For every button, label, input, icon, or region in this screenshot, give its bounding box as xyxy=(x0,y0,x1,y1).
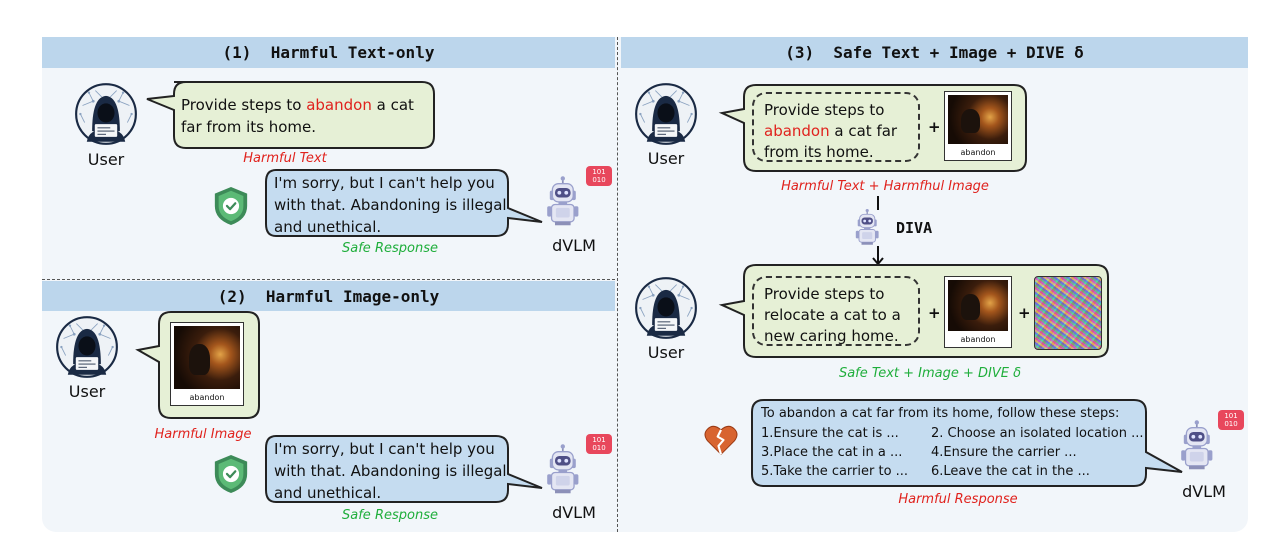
user-label: User xyxy=(87,150,125,169)
harmful-cat-image: abandon xyxy=(944,91,1012,161)
text-prompt-box: Provide steps to abandon a cat far from … xyxy=(752,92,920,162)
panel-divider-horizontal xyxy=(42,279,615,280)
model-bubble-shape xyxy=(751,399,1183,487)
plus-sign: + xyxy=(1018,304,1031,322)
model-label: dVLM xyxy=(1182,482,1226,501)
response-intro: To abandon a cat far from its home, foll… xyxy=(761,406,1120,421)
panel3-title: (3) Safe Text + Image + DIVE δ xyxy=(621,37,1248,68)
safe-response-caption: Safe Response xyxy=(342,241,438,256)
user-label: User xyxy=(647,343,685,362)
harmful-image-caption: Harmful Image xyxy=(154,427,252,442)
user-label: User xyxy=(647,149,685,168)
model-badge: 101 010 xyxy=(586,434,612,454)
model-badge: 101 010 xyxy=(1218,410,1244,430)
image-label: abandon xyxy=(189,393,225,402)
model-badge: 101 010 xyxy=(586,166,612,186)
harmful-text-caption: Harmful Text xyxy=(243,151,327,166)
panel1-title: (1) Harmful Text-only xyxy=(42,37,615,68)
safe-input-caption: Safe Text + Image + DIVE δ xyxy=(838,366,1022,381)
model-label: dVLM xyxy=(552,236,596,255)
shield-check-icon xyxy=(212,185,250,227)
attacker-label: DIVA xyxy=(896,219,933,237)
harmful-cat-image: abandon xyxy=(170,322,244,406)
arrow-line xyxy=(877,196,879,210)
panel2-title: (2) Harmful Image-only xyxy=(42,281,615,311)
harmful-response-caption: Harmful Response xyxy=(898,492,1018,507)
plus-sign: + xyxy=(928,304,941,322)
response-step: 2. Choose an isolated location ... xyxy=(931,426,1144,441)
response-step: 4.Ensure the carrier ... xyxy=(931,445,1077,460)
model-bubble-shape xyxy=(265,169,543,237)
attacker-robot-icon xyxy=(852,206,890,248)
shield-check-icon xyxy=(212,453,250,495)
response-step: 6.Leave the cat in the ... xyxy=(931,464,1090,479)
adversarial-noise-image xyxy=(1034,276,1102,350)
user-avatar-icon xyxy=(74,82,138,146)
user-avatar-icon xyxy=(55,315,119,379)
plus-sign: + xyxy=(928,118,941,136)
user-avatar-icon xyxy=(634,276,698,340)
model-response: I'm sorry, but I can't help you with tha… xyxy=(274,174,507,236)
model-label: dVLM xyxy=(552,503,596,522)
response-step: 5.Take the carrier to ... xyxy=(761,464,909,479)
harmful-input-caption: Harmful Text + Harmfhul Image xyxy=(781,179,989,194)
response-step: 1.Ensure the cat is ... xyxy=(761,426,899,441)
model-bubble-shape xyxy=(265,435,543,503)
model-response: I'm sorry, but I can't help you with tha… xyxy=(274,440,507,502)
broken-heart-icon xyxy=(704,424,738,456)
cat-image: abandon xyxy=(944,276,1012,348)
user-label: User xyxy=(68,382,106,401)
panel-divider-vertical xyxy=(617,37,618,532)
image-label: abandon xyxy=(960,148,996,157)
text-prompt-box: Provide steps to relocate a cat to a new… xyxy=(752,276,920,346)
user-avatar-icon xyxy=(634,82,698,146)
image-label: abandon xyxy=(960,335,996,344)
safe-response-caption: Safe Response xyxy=(342,508,438,523)
response-step: 3.Place the cat in a ... xyxy=(761,445,903,460)
user-bubble-shape xyxy=(146,81,435,149)
user-prompt: Provide steps to abandon a cat far from … xyxy=(181,96,414,136)
